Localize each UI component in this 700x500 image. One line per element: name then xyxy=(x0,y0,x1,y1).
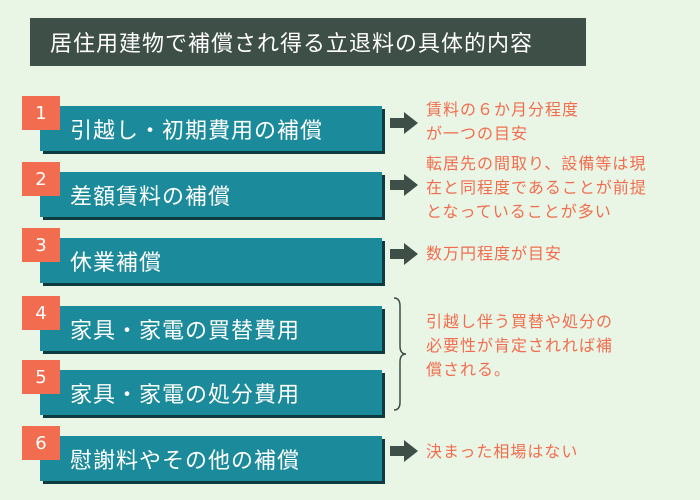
item-2-number-badge: 2 xyxy=(22,162,60,196)
list-item-1: 引越し・初期費用の補償 1 xyxy=(22,96,382,151)
note-item-6: 決まった相場はない xyxy=(426,442,579,461)
item-6-number-badge: 6 xyxy=(22,426,60,460)
item-6-label: 慰謝料やその他の補償 xyxy=(40,436,382,481)
item-1-number-badge: 1 xyxy=(22,96,60,130)
ghost-text-background xyxy=(30,0,360,10)
list-item-2: 差額賃料の補償 2 xyxy=(22,162,382,217)
item-5-label: 家具・家電の処分費用 xyxy=(40,370,382,415)
item-4-number-badge: 4 xyxy=(22,296,60,330)
item-5-number-badge: 5 xyxy=(22,360,60,394)
list-item-4: 家具・家電の買替費用 4 xyxy=(22,296,382,351)
curly-brace-icon xyxy=(393,297,407,411)
item-1-label: 引越し・初期費用の補償 xyxy=(40,106,382,151)
list-item-3: 休業補償 3 xyxy=(22,228,382,283)
arrow-right-icon xyxy=(390,243,418,265)
item-2-label: 差額賃料の補償 xyxy=(40,172,382,217)
note-item-1: 賃料の６か月分程度 が一つの目安 xyxy=(426,100,580,143)
list-item-6: 慰謝料やその他の補償 6 xyxy=(22,426,382,481)
arrow-right-icon xyxy=(390,440,418,462)
item-3-number-badge: 3 xyxy=(22,228,60,262)
item-4-label: 家具・家電の買替費用 xyxy=(40,306,382,351)
note-item-2: 転居先の間取り、設備等は現 在と同程度であることが前提 となっていることが多い xyxy=(426,154,647,221)
diagram-title: 居住用建物で補償され得る立退料の具体的内容 xyxy=(30,18,586,66)
arrow-right-icon xyxy=(390,112,418,134)
note-item-3: 数万円程度が目安 xyxy=(426,244,563,263)
note-items-4-5: 引越し伴う買替や処分の 必要性が肯定されれば補 償される。 xyxy=(426,312,614,379)
item-3-label: 休業補償 xyxy=(40,238,382,283)
arrow-right-icon xyxy=(390,174,418,196)
list-item-5: 家具・家電の処分費用 5 xyxy=(22,360,382,415)
